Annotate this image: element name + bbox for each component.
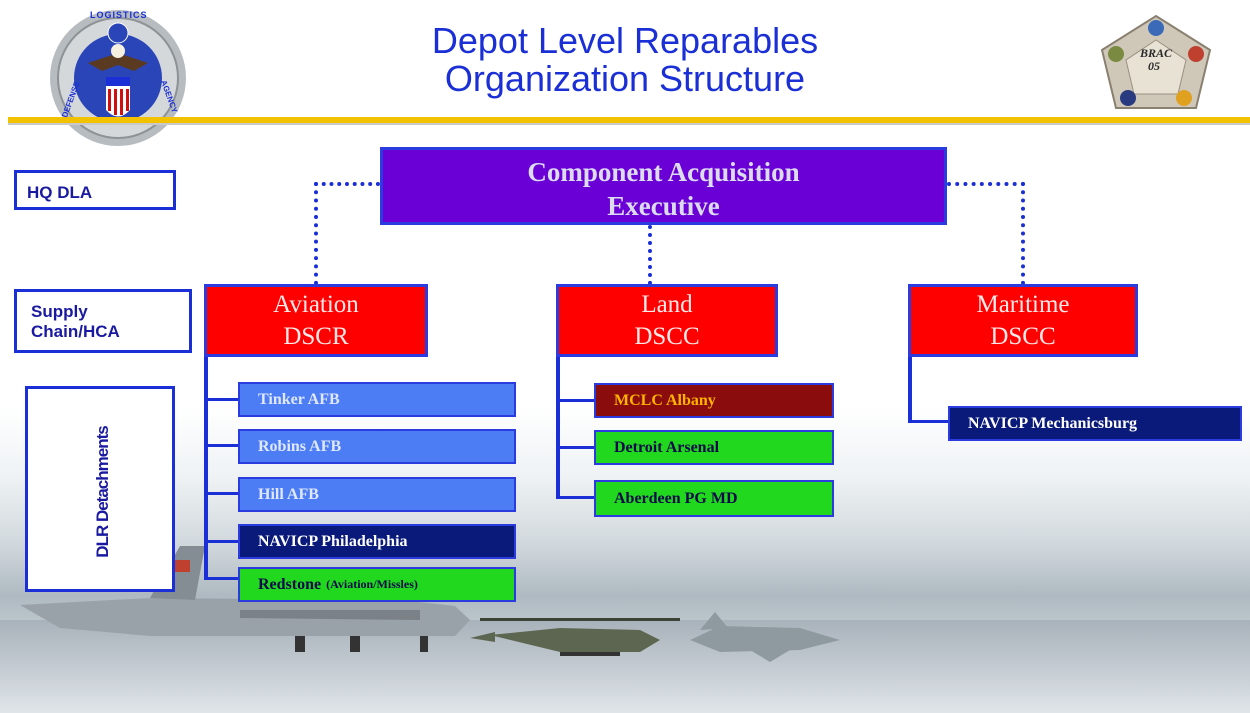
detachment-tinker-afb: Tinker AFB bbox=[238, 382, 516, 417]
aviation-dscr-box: Aviation DSCR bbox=[204, 284, 428, 357]
dlr-detachments-text: DLR Detachments bbox=[93, 426, 112, 558]
aviation-tree-trunk bbox=[204, 357, 208, 580]
aviation-branch-5 bbox=[204, 577, 240, 580]
land-box-line1: Land bbox=[641, 291, 693, 318]
land-branch-2 bbox=[556, 446, 594, 449]
land-box-line2: DSCC bbox=[634, 323, 700, 350]
aviation-branch-2 bbox=[204, 444, 240, 447]
detachment-label: Detroit Arsenal bbox=[614, 438, 720, 456]
executive-line2: Executive bbox=[607, 191, 720, 221]
brac-seal-year: 05 bbox=[1148, 59, 1160, 73]
supply-chain-label-line2: Chain/HCA bbox=[31, 322, 120, 341]
detachment-detroit-arsenal: Detroit Arsenal bbox=[594, 430, 834, 465]
brac-seal-logo bbox=[1100, 14, 1212, 109]
header-divider-shadow bbox=[8, 123, 1250, 125]
detachment-navicp-philadelphia: NAVICP Philadelphia bbox=[238, 524, 516, 559]
fighter-jet-icon bbox=[690, 612, 840, 662]
land-branch-3 bbox=[556, 496, 594, 499]
land-dscc-box: Land DSCC bbox=[556, 284, 778, 357]
hq-dla-label: HQ DLA bbox=[14, 170, 176, 210]
header-divider bbox=[8, 117, 1250, 123]
supply-chain-label: Supply Chain/HCA bbox=[14, 289, 192, 353]
executive-line1: Component Acquisition bbox=[527, 157, 800, 187]
aviation-branch-1 bbox=[204, 398, 240, 401]
brac-seal-text: BRAC bbox=[1140, 46, 1173, 60]
detachment-label: Hill AFB bbox=[258, 485, 319, 503]
detachment-label: NAVICP Mechanicsburg bbox=[968, 414, 1138, 432]
helicopter-icon bbox=[470, 618, 680, 656]
connector-exec-aviation-v bbox=[314, 182, 318, 285]
connector-exec-land bbox=[648, 225, 652, 285]
detachment-label: MCLC Albany bbox=[614, 391, 716, 409]
aircraft-imagery bbox=[20, 546, 840, 662]
dlr-detachments-label: DLR Detachments bbox=[25, 386, 175, 592]
land-tree-trunk bbox=[556, 357, 560, 499]
connector-exec-maritime-v bbox=[1021, 182, 1025, 285]
aviation-box-line1: Aviation bbox=[273, 291, 359, 318]
detachment-label: Redstone bbox=[258, 575, 322, 593]
maritime-box-line1: Maritime bbox=[976, 291, 1070, 318]
detachment-aberdeen-pg-md: Aberdeen PG MD bbox=[594, 480, 834, 517]
detachment-note: (Aviation/Missles) bbox=[326, 577, 418, 591]
maritime-tree-trunk bbox=[908, 357, 912, 423]
detachment-label: Robins AFB bbox=[258, 437, 342, 455]
detachment-label: Tinker AFB bbox=[258, 390, 340, 408]
dla-seal-logo bbox=[50, 10, 186, 146]
supply-chain-label-line1: Supply bbox=[31, 302, 88, 321]
detachment-redstone: Redstone (Aviation/Missles) bbox=[238, 567, 516, 602]
aviation-branch-4 bbox=[204, 540, 240, 543]
maritime-branch-1 bbox=[908, 420, 950, 423]
seal-text-top: LOGISTICS bbox=[90, 10, 148, 20]
connector-exec-aviation-h bbox=[314, 182, 380, 186]
aviation-branch-3 bbox=[204, 492, 240, 495]
page-title: Depot Level Reparables Organization Stru… bbox=[300, 22, 950, 98]
page-title-line1: Depot Level Reparables bbox=[431, 20, 819, 61]
detachment-label: NAVICP Philadelphia bbox=[258, 532, 408, 550]
detachment-mclc-albany: MCLC Albany bbox=[594, 383, 834, 418]
detachment-label: Aberdeen PG MD bbox=[614, 489, 738, 507]
land-branch-1 bbox=[556, 399, 594, 402]
component-acquisition-executive-box: Component Acquisition Executive bbox=[380, 147, 947, 225]
page-title-line2: Organization Structure bbox=[444, 58, 806, 99]
maritime-box-line2: DSCC bbox=[990, 323, 1056, 350]
connector-exec-maritime-h bbox=[947, 182, 1025, 186]
detachment-hill-afb: Hill AFB bbox=[238, 477, 516, 512]
detachment-navicp-mechanicsburg: NAVICP Mechanicsburg bbox=[948, 406, 1242, 441]
detachment-robins-afb: Robins AFB bbox=[238, 429, 516, 464]
aviation-box-line2: DSCR bbox=[283, 323, 349, 350]
maritime-dscc-box: Maritime DSCC bbox=[908, 284, 1138, 357]
